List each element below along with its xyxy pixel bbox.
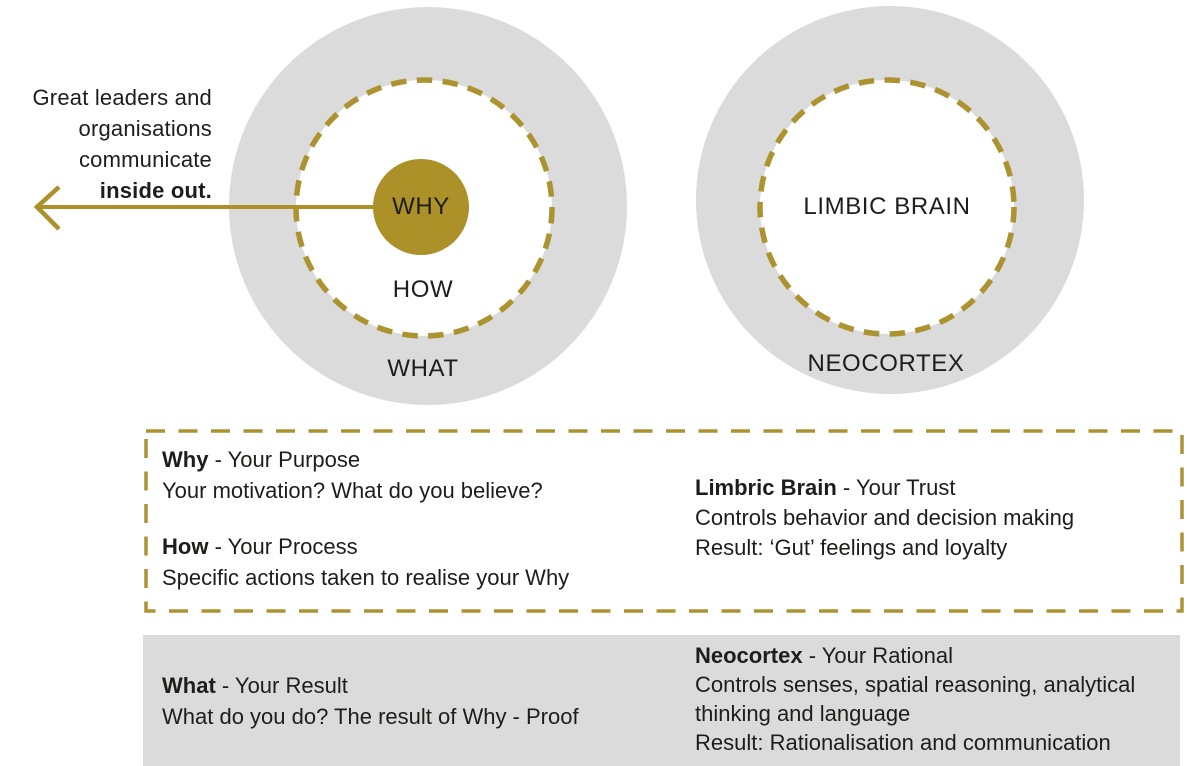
limbic-term: Limbric Brain [695,475,837,500]
intro-line: organisations [78,116,212,141]
how-label: HOW [392,276,454,303]
why-definition-title: Why - Your Purpose [162,444,569,475]
why-label: WHY [392,193,450,220]
limbic-definition-title: Limbric Brain - Your Trust [695,473,1074,503]
neocortex-definition-title: Neocortex - Your Rational [695,641,1135,670]
what-definition-title: What - Your Result [162,670,579,701]
how-term: How [162,534,209,559]
how-definition-title: How - Your Process [162,531,569,562]
what-description: What do you do? The result of Why - Proo… [162,704,579,729]
neocortex-term: Neocortex [695,643,803,668]
neocortex-label: NEOCORTEX [807,350,965,377]
why-subtitle: - Your Purpose [208,447,361,472]
how-description: Specific actions taken to realise your W… [162,565,570,590]
limbic-definition: Limbric Brain - Your Trust Controls beha… [695,473,1074,563]
how-subtitle: - Your Process [208,534,358,559]
why-term: Why [162,447,209,472]
definitions-dashed-box [144,429,1184,613]
limbic-description-line: Controls behavior and decision making [695,505,1075,530]
intro-line-emphasis: inside out. [99,178,212,203]
intro-line: Great leaders and [32,85,212,110]
limbic-ring [757,77,1017,337]
what-definition: What - Your Result What do you do? The r… [162,670,579,732]
limbic-subtitle: - Your Trust [836,475,956,500]
what-subtitle: - Your Result [215,673,348,698]
intro-line: communicate [78,147,212,172]
why-circle [373,159,469,255]
neocortex-description-line: Result: Rationalisation and communicatio… [695,730,1111,755]
limbic-brain-label: LIMBIC BRAIN [803,193,971,220]
why-how-definitions: Why - Your Purpose Your motivation? What… [162,444,569,593]
neocortex-description-line: Controls senses, spatial reasoning, anal… [695,672,1136,697]
limbic-description-line: Result: ‘Gut’ feelings and loyalty [695,535,1008,560]
neocortex-description-line: thinking and language [695,701,911,726]
what-term: What [162,673,216,698]
neocortex-subtitle: - Your Rational [802,643,954,668]
why-description: Your motivation? What do you believe? [162,478,543,503]
inside-out-arrow-head [33,185,61,231]
neocortex-definition: Neocortex - Your Rational Controls sense… [695,641,1135,757]
what-label: WHAT [387,355,459,382]
results-gray-box [143,635,1180,766]
intro-text: Great leaders and organisations communic… [0,82,212,206]
